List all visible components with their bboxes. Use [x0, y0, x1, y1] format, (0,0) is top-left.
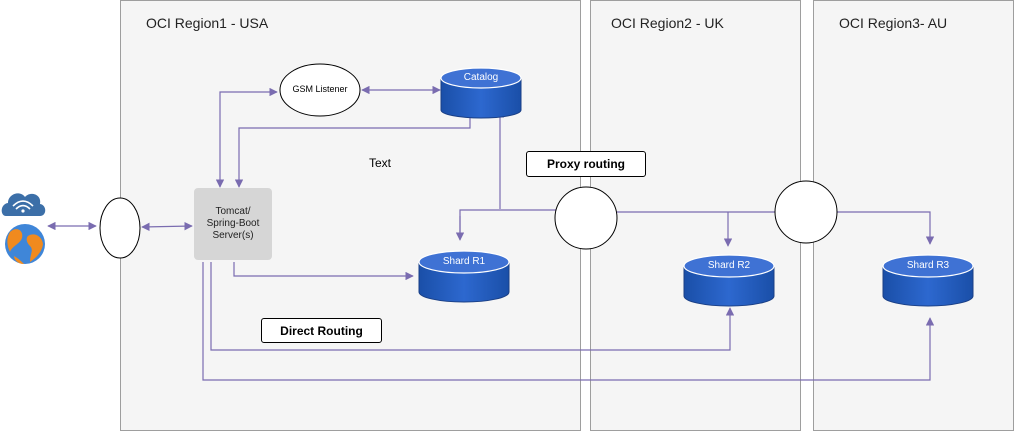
region-au-title: OCI Region3- AU [839, 15, 948, 31]
app-server-node: Tomcat/ Spring-Boot Server(s) [194, 188, 272, 260]
server-to-shard-r1-arrow [233, 262, 414, 281]
server-label-line-3: Server(s) [212, 230, 254, 241]
catalog-cylinder [440, 67, 522, 119]
cloud-wifi-icon [1, 193, 46, 216]
direct-to-shard-r2-arrow [210, 262, 735, 351]
globe-icon [5, 224, 45, 264]
shard-r2-label: Shard R2 [707, 260, 751, 271]
shard-r2-cylinder [683, 254, 775, 307]
proxy-routing-label: Proxy routing [526, 151, 646, 177]
direct-routing-label: Direct Routing [261, 318, 382, 343]
server-to-gsm-arrow [215, 87, 278, 188]
lb-to-server-arrow [141, 221, 193, 232]
text-placeholder-label: Text [369, 156, 392, 170]
shard-r3-cylinder [882, 254, 974, 307]
catalog-label: Catalog [463, 72, 499, 83]
shard-r3-label: Shard R3 [906, 260, 950, 271]
gsm-listener-label: GSM Listener [292, 84, 348, 94]
gsm-listener-node [279, 63, 361, 117]
region-au: OCI Region3- AU [813, 0, 1014, 431]
shard-r1-cylinder [418, 250, 510, 303]
server-label-line-2: Spring-Boot [206, 218, 260, 229]
direct-to-shard-r3-arrow [202, 262, 935, 381]
shard-r1-label: Shard R1 [442, 256, 486, 267]
proxy-node-usa-uk [554, 186, 618, 250]
catalog-to-server-arrow [234, 114, 471, 188]
proxy-to-r3-line [836, 211, 935, 245]
proxy-node-uk-au [774, 180, 838, 244]
server-label-line-1: Tomcat/ [215, 206, 251, 217]
region-uk-title: OCI Region2 - UK [611, 15, 724, 31]
region-usa-title: OCI Region1 - USA [146, 15, 269, 31]
load-balancer-node [99, 197, 141, 259]
proxy-route-line [459, 209, 557, 238]
